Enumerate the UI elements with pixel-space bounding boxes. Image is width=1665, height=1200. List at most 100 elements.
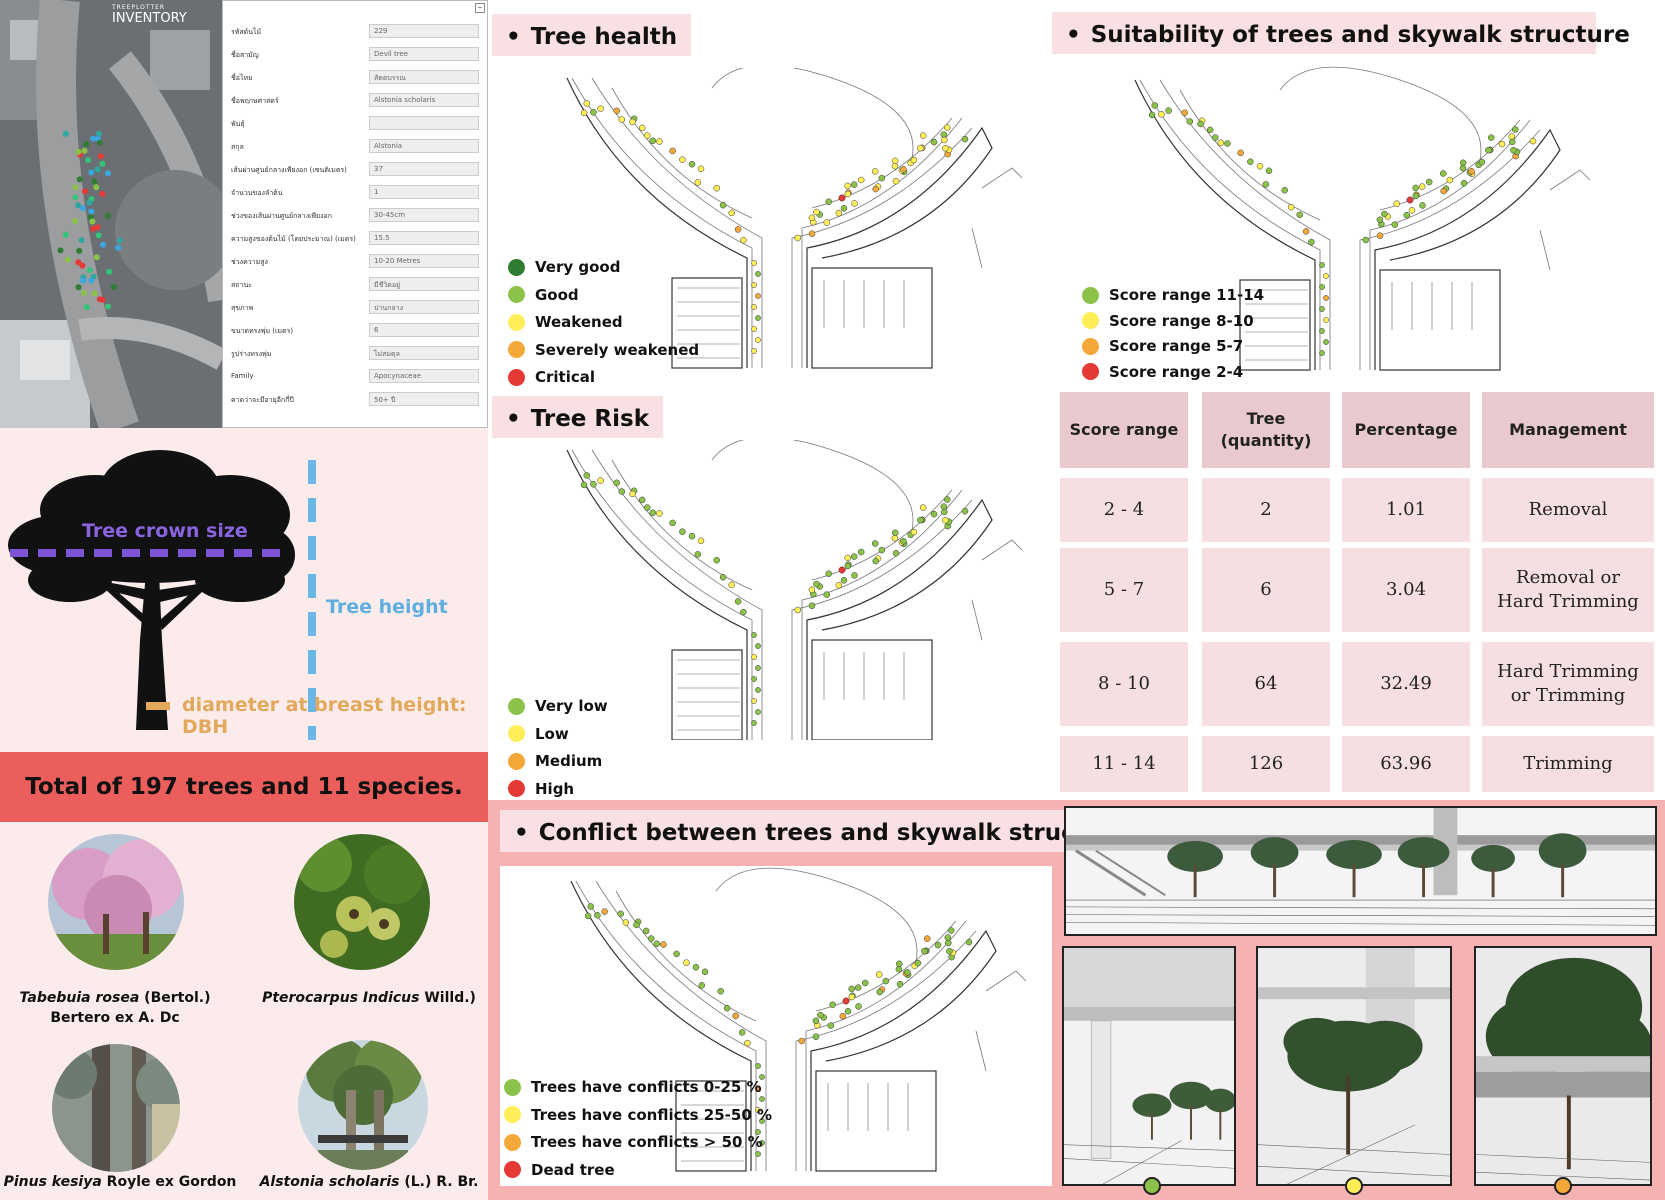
legend-swatch bbox=[1082, 337, 1099, 355]
form-field-label: คาดว่าจะมีอายุอีกกี่ปี bbox=[231, 396, 294, 404]
table-cell: 3.04 bbox=[1342, 548, 1470, 632]
legend-swatch bbox=[508, 725, 525, 742]
conflict-header: • Conflict between trees and skywalk stru… bbox=[500, 810, 1144, 852]
form-field-input[interactable]: Alstonia bbox=[369, 139, 479, 153]
form-field-input[interactable]: มีชีวิตอยู่ bbox=[369, 277, 479, 291]
form-field-input[interactable]: 37 bbox=[369, 162, 479, 176]
form-row: คาดว่าจะมีอายุอีกกี่ปี 50+ ปี bbox=[231, 391, 479, 408]
table-header-cell: Score range bbox=[1060, 392, 1188, 468]
conflict-title: Conflict between trees and skywalk struc… bbox=[538, 820, 1130, 846]
table-cell: 2 bbox=[1202, 478, 1330, 542]
render-marker-dot bbox=[1554, 1177, 1572, 1195]
health-legend-item: Very good bbox=[508, 258, 620, 276]
total-banner: Total of 197 trees and 11 species. bbox=[0, 752, 488, 822]
health-map bbox=[512, 68, 1032, 378]
form-field-input[interactable] bbox=[369, 116, 479, 130]
form-row: ความสูงของต้นไม้ (โดยประมาณ) (เมตร) 15.5 bbox=[231, 230, 479, 247]
table-cell: 2 - 4 bbox=[1060, 478, 1188, 542]
suitability-legend-item: Score range 11-14 bbox=[1082, 286, 1264, 304]
suitability-map bbox=[1080, 66, 1600, 384]
risk-legend-item: Very low bbox=[508, 697, 608, 715]
conflict-map bbox=[500, 866, 1052, 1186]
species-italic: Pterocarpus Indicus bbox=[262, 990, 420, 1006]
form-row: สกุล Alstonia bbox=[231, 138, 479, 155]
form-field-label: ความสูงของต้นไม้ (โดยประมาณ) (เมตร) bbox=[231, 235, 356, 243]
health-legend-item: Good bbox=[508, 286, 579, 304]
table-cell: 32.49 bbox=[1342, 642, 1470, 726]
legend-label: Medium bbox=[535, 752, 603, 770]
form-row: รูปร่างทรงพุ่ม ไม่สมดุล bbox=[231, 345, 479, 362]
species-label-alstonia: Alstonia scholaris (L.) R. Br. bbox=[250, 1172, 488, 1192]
risk-legend-item: High bbox=[508, 780, 574, 798]
form-field-input[interactable]: Devil tree bbox=[369, 47, 479, 61]
form-row: Family Apocynaceae bbox=[231, 368, 479, 385]
conflict-legend-item: Dead tree bbox=[504, 1161, 615, 1179]
form-field-label: Family bbox=[231, 372, 254, 380]
legend-label: Score range 8-10 bbox=[1109, 311, 1254, 330]
form-row: สถานะมีชีวิตอยู่ bbox=[231, 276, 479, 293]
form-row: สุขภาพ ปานกลาง bbox=[231, 299, 479, 316]
render-panorama bbox=[1064, 806, 1657, 936]
form-field-input[interactable]: 50+ ปี bbox=[369, 392, 479, 406]
conflict-legend-item: Trees have conflicts 25-50 % bbox=[504, 1106, 772, 1124]
form-field-input[interactable]: 229 bbox=[369, 24, 479, 38]
brand-small: TREEPLOTTER bbox=[112, 4, 166, 11]
species-italic: Alstonia scholaris bbox=[259, 1174, 400, 1190]
legend-swatch bbox=[1082, 363, 1099, 380]
legend-swatch bbox=[504, 1161, 521, 1178]
legend-label: Weakened bbox=[535, 313, 623, 331]
species-italic: Pinus kesiya bbox=[3, 1174, 102, 1190]
risk-map-plan bbox=[566, 440, 1023, 740]
form-field-input[interactable]: 30-45cm bbox=[369, 208, 479, 222]
health-legend-item: Severely weakened bbox=[508, 341, 699, 359]
bullet-icon: • bbox=[514, 820, 529, 846]
brand-logo: TREEPLOTTER INVENTORY bbox=[112, 4, 187, 26]
dbh-label: diameter at breast height: DBH bbox=[182, 694, 467, 738]
health-header: •Tree health bbox=[492, 14, 692, 56]
legend-swatch bbox=[508, 286, 525, 303]
health-legend-item: Critical bbox=[508, 368, 595, 386]
legend-label: Good bbox=[535, 285, 579, 304]
total-text: Total of 197 trees and 11 species. bbox=[25, 774, 463, 800]
form-field-input[interactable]: ไม่สมดุล bbox=[369, 346, 479, 360]
form-field-label: ช่วงความสูง bbox=[231, 258, 268, 266]
form-field-label: สุขภาพ bbox=[231, 304, 254, 312]
form-field-label: รูปร่างทรงพุ่ม bbox=[231, 350, 272, 358]
satellite-map: TREEPLOTTER INVENTORY bbox=[0, 0, 222, 428]
form-row: รหัสต้นไม้229 bbox=[231, 23, 479, 40]
table-cell: 63.96 bbox=[1342, 736, 1470, 792]
render-view-3-image bbox=[1476, 948, 1650, 1184]
table-header-cell: Percentage bbox=[1342, 392, 1470, 468]
form-field-input[interactable]: ปานกลาง bbox=[369, 300, 479, 314]
form-close-icon[interactable]: – bbox=[475, 3, 485, 13]
form-field-input[interactable]: 1 bbox=[369, 185, 479, 199]
risk-legend-item: Medium bbox=[508, 752, 602, 770]
risk-header: •Tree Risk bbox=[492, 396, 663, 438]
form-field-input[interactable]: 6 bbox=[369, 323, 479, 337]
form-field-label: ขนาดทรงพุ่ม (เมตร) bbox=[231, 327, 294, 335]
risk-map bbox=[512, 440, 1032, 740]
legend-label: High bbox=[535, 779, 575, 798]
table-cell: 5 - 7 bbox=[1060, 548, 1188, 632]
form-row: เส้นผ่านศูนย์กลางเพียงอก (เซนติเมตร)37 bbox=[231, 161, 479, 178]
form-field-label: พันธุ์ bbox=[231, 120, 245, 128]
form-field-input[interactable]: สัตตบรรณ bbox=[369, 70, 479, 84]
form-field-input[interactable]: Apocynaceae bbox=[369, 369, 479, 383]
legend-label: Score range 5-7 bbox=[1109, 337, 1244, 355]
legend-label: Score range 11-14 bbox=[1109, 286, 1265, 304]
table-header-cell: Tree (quantity) bbox=[1202, 392, 1330, 468]
form-field-input[interactable]: Alstonia scholaris bbox=[369, 93, 479, 107]
legend-label: Dead tree bbox=[531, 1160, 615, 1179]
species-label-tabebuia: Tabebuia rosea (Bertol.) Bertero ex A. D… bbox=[0, 988, 230, 1029]
species-label-pinus: Pinus kesiya Royle ex Gordon bbox=[0, 1172, 240, 1192]
form-field-label: สกุล bbox=[231, 143, 244, 151]
form-field-input[interactable]: 10-20 Metres bbox=[369, 254, 479, 268]
form-row: ชื่อไทยสัตตบรรณ bbox=[231, 69, 479, 86]
conflict-legend-item: Trees have conflicts 0-25 % bbox=[504, 1078, 762, 1096]
form-field-input[interactable]: 15.5 bbox=[369, 231, 479, 245]
table-cell: 126 bbox=[1202, 736, 1330, 792]
render-marker-dot bbox=[1345, 1177, 1363, 1195]
species-photo-pinus bbox=[52, 1044, 180, 1172]
legend-swatch bbox=[508, 313, 525, 331]
